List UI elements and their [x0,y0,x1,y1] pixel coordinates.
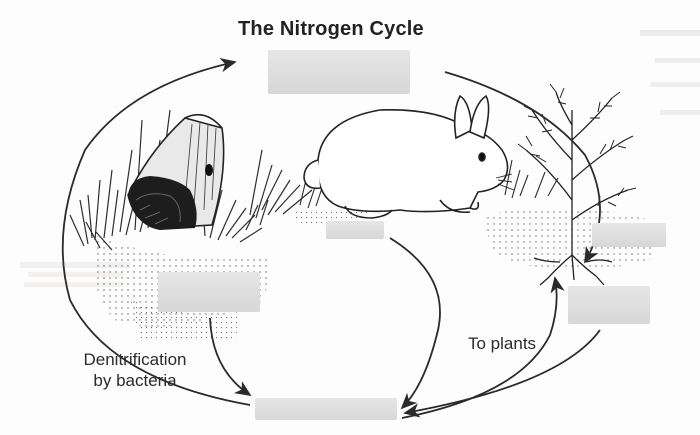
denitrification-label-line1: Denitrification [83,350,187,369]
to-plants-label: To plants [468,334,537,353]
arrow-rabbit-to-blank [389,237,441,410]
arrow-denitrification-to-atmosphere [61,58,251,406]
answer-blank-bottom[interactable] [255,398,397,420]
answer-blank-right-lower[interactable] [568,286,650,324]
diagram-title: The Nitrogen Cycle [238,18,424,40]
rabbit [303,94,515,219]
answer-blank-left[interactable] [158,272,260,312]
plant [517,83,637,286]
answer-blank-top[interactable] [268,50,410,94]
arrow-bottom-to-plants [401,276,565,419]
answer-blank-right-upper[interactable] [592,223,666,247]
answer-blank-center[interactable] [326,221,384,239]
arrow-right-blank-to-bottom [403,329,601,418]
cycle-arrows [61,58,601,419]
denitrification-label: Denitrification by bacteria [70,349,200,391]
arrow-decay-to-bottom [209,317,252,396]
hollow-log [127,113,225,230]
denitrification-label-line2: by bacteria [93,371,177,390]
background-smudge [20,30,700,287]
